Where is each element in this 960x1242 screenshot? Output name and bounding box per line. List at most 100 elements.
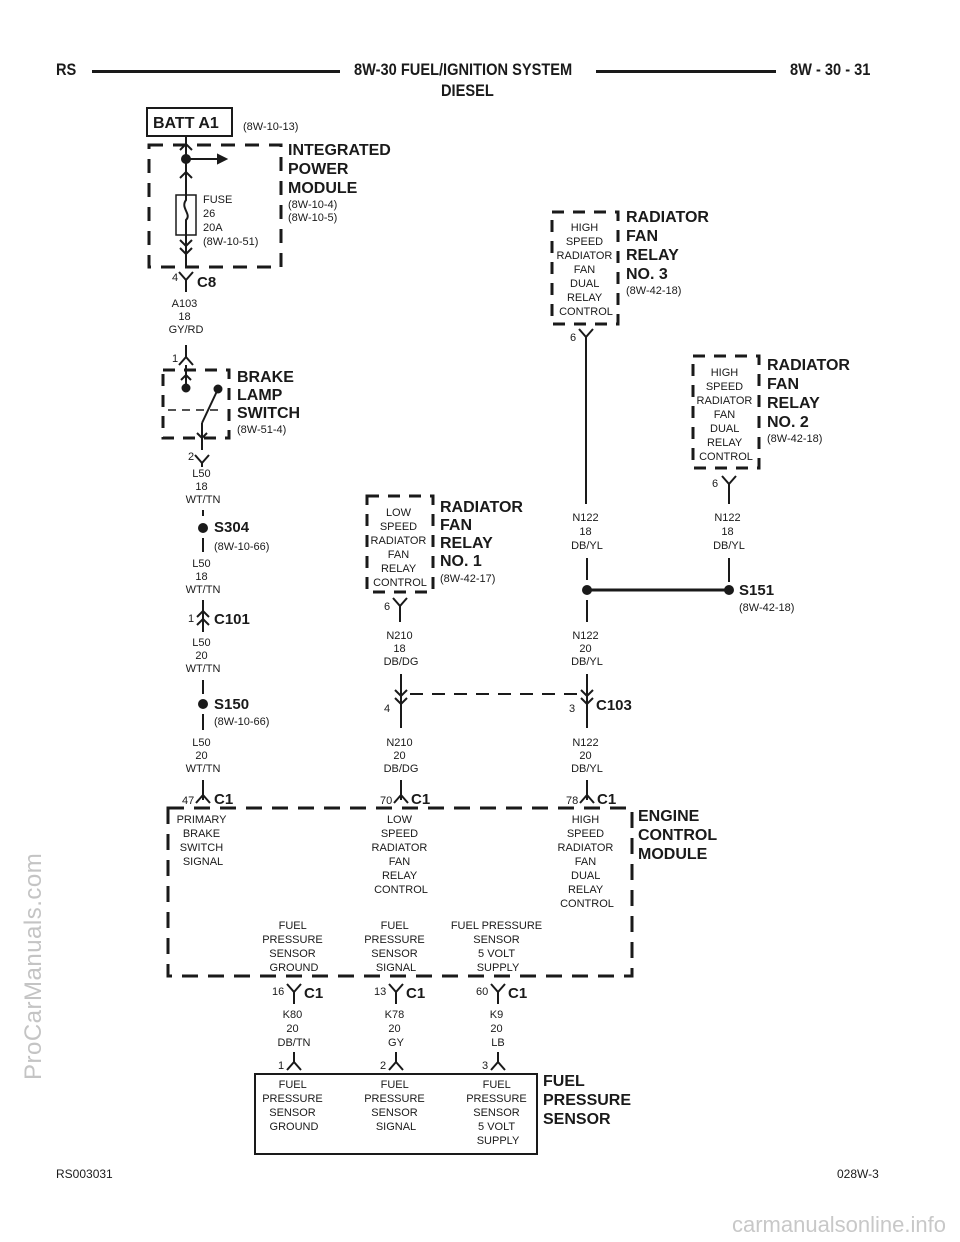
ecm-pin-47: 47 C1 PRIMARY BRAKE SWITCH SIGNAL xyxy=(177,780,233,868)
ecm-pin-13: 13 C1 xyxy=(374,983,425,1004)
engine-control-module: ENGINE CONTROL MODULE 47 C1 PRIMARY BRAK… xyxy=(166,780,721,978)
s150-ref: (8W-10-66) xyxy=(214,716,269,728)
svg-text:RADIATOR FAN RELAY: RADIATOR FAN RELAY NO. 1 xyxy=(440,499,527,570)
connector-c8: 4 C8 xyxy=(172,271,216,292)
svg-text:60: 60 xyxy=(476,986,488,998)
wire-n122-b: N122 18 DB/YL xyxy=(713,512,745,552)
fuel-pressure-sensor: 1 2 3 FUEL PRESSURE SENSOR GROUND FUEL P… xyxy=(254,1052,635,1155)
fps-pin-2: 2 xyxy=(380,1060,386,1072)
relay2-ref: (8W-42-18) xyxy=(767,433,822,445)
svg-text:70: 70 xyxy=(380,795,392,807)
relay1-title-4: NO. 1 xyxy=(440,553,482,570)
svg-text:78: 78 xyxy=(566,795,578,807)
page-subtitle: DIESEL xyxy=(441,81,494,100)
connector-c103: 4 3 C103 xyxy=(384,674,632,728)
batt-ref: (8W-10-13) xyxy=(243,121,298,133)
ipm-ref-1: (8W-10-4) xyxy=(288,199,337,211)
ecm-pin-60: 60 C1 xyxy=(476,983,527,1004)
c103-pin-right: 3 xyxy=(569,703,575,715)
relay3-ref: (8W-42-18) xyxy=(626,285,681,297)
ecm-title-2: CONTROL xyxy=(638,827,717,844)
s304-label: S304 xyxy=(214,519,250,536)
bls-title-1: BRAKE xyxy=(237,369,294,386)
relay1-title-1: RADIATOR xyxy=(440,499,523,516)
s304-ref: (8W-10-66) xyxy=(214,541,269,553)
batt-label: BATT A1 xyxy=(153,115,219,132)
svg-text:RADIATOR FAN RELAY: RADIATOR FAN RELAY NO. 3 xyxy=(626,209,713,283)
footer-code-right: 028W-3 xyxy=(837,1167,879,1181)
relay1-title-3: RELAY xyxy=(440,535,493,552)
relay3-title-1: RADIATOR xyxy=(626,209,709,226)
svg-text:FUEL PRESSURE SENS: FUEL PRESSURE SENSOR SIGNAL xyxy=(364,1079,428,1133)
header-rule-left xyxy=(92,70,340,73)
wire-n122-c: N122 20 DB/YL xyxy=(571,630,603,668)
wire-l50-d: L50 20 WT/TN xyxy=(186,737,221,775)
relay1-ref: (8W-42-17) xyxy=(440,573,495,585)
batt-a1: BATT A1 (8W-10-13) xyxy=(146,107,298,137)
ecm-label-60: FUEL PRESSURE SENSOR 5 VOLT SUPPLY xyxy=(451,920,545,974)
relay3-title-2: FAN xyxy=(626,228,658,245)
fps-title-3: SENSOR xyxy=(543,1111,611,1128)
ipm-ref-2: (8W-10-5) xyxy=(288,212,337,224)
fuse-rating: 20A xyxy=(203,222,223,234)
page-title: 8W-30 FUEL/IGNITION SYSTEM xyxy=(354,60,573,79)
ipm-title-1: INTEGRATED xyxy=(288,142,391,159)
svg-text:PRIMARY BRAKE: PRIMARY BRAKE SWITCH SIGNAL xyxy=(177,814,230,868)
fps-pin-1: 1 xyxy=(278,1060,284,1072)
svg-text:FUEL PRESSURE SENS: FUEL PRESSURE SENSOR xyxy=(543,1073,635,1128)
brake-lamp-switch: 1 2 BRAKE LAMP SWITCH (8W-51-4) xyxy=(161,353,300,467)
radiator-fan-relay-1: LOW SPEED RADIATOR FAN RELAY CONTROL RAD… xyxy=(365,494,527,622)
svg-text:47: 47 xyxy=(182,795,194,807)
wire-k80: K80 20 DB/TN xyxy=(278,1009,311,1049)
wire-n210-b: N210 20 DB/DG xyxy=(384,737,419,775)
ipm-title-2: POWER xyxy=(288,161,349,178)
ecm-label-13: FUEL PRESSURE SENSOR SIGNAL xyxy=(364,920,428,974)
wire-n210-a: N210 18 DB/DG xyxy=(384,630,419,668)
svg-text:16: 16 xyxy=(272,986,284,998)
wire-a103: A103 18 GY/RD xyxy=(169,298,204,336)
svg-text:C1: C1 xyxy=(508,985,527,1002)
relay3-title-4: NO. 3 xyxy=(626,266,668,283)
relay2-title-4: NO. 2 xyxy=(767,414,809,431)
s151-ref: (8W-42-18) xyxy=(739,602,794,614)
svg-text:LOW SPEED RADIATOR: LOW SPEED RADIATOR FAN RELAY CONTROL xyxy=(371,507,430,589)
ecm-label-16: FUEL PRESSURE SENSOR GROUND xyxy=(262,920,326,974)
header-rule-right xyxy=(596,70,776,73)
bls-title-2: LAMP xyxy=(237,387,283,404)
fuse-number: 26 xyxy=(203,208,215,220)
wire-n122-a: N122 18 DB/YL xyxy=(571,512,603,552)
relay3-pin: 6 xyxy=(570,332,576,344)
wire-l50-b: L50 18 WT/TN xyxy=(186,558,221,596)
svg-text:C1: C1 xyxy=(406,985,425,1002)
svg-text:C1: C1 xyxy=(411,791,430,808)
relay3-title-3: RELAY xyxy=(626,247,679,264)
svg-text:LOW SPEED RADI: LOW SPEED RADIATOR FAN RELAY CONTROL xyxy=(372,814,431,896)
integrated-power-module: INTEGRATED POWER MODULE (8W-10-4) (8W-10… xyxy=(147,136,391,269)
radiator-fan-relay-2: HIGH SPEED RADIATOR FAN DUAL RELAY CONTR… xyxy=(691,354,850,504)
s151-label: S151 xyxy=(739,582,774,599)
splice-s304: S304 (8W-10-66) xyxy=(198,519,269,553)
c103-label: C103 xyxy=(596,697,632,714)
svg-text:HIGH SPEED RADIATO: HIGH SPEED RADIATOR FAN DUAL RELAY CONTR… xyxy=(697,367,756,463)
wire-n122-d: N122 20 DB/YL xyxy=(571,737,603,775)
bls-title-3: SWITCH xyxy=(237,405,300,422)
svg-text:ENGINE CONTROL MOD: ENGINE CONTROL MODULE xyxy=(638,808,721,863)
relay2-title-3: RELAY xyxy=(767,395,820,412)
ecm-pin-70: 70 C1 LOW SPEED RADIATOR FAN RELAY CONTR… xyxy=(372,780,431,896)
wire-k9: K9 20 LB xyxy=(490,1009,507,1049)
bottom-watermark: carmanualsonline.info xyxy=(731,1212,946,1237)
ecm-pin-78: 78 C1 HIGH SPEED RADIATOR FAN DUAL RELAY… xyxy=(558,780,617,910)
fps-title-2: PRESSURE xyxy=(543,1092,631,1109)
relay1-pin: 6 xyxy=(384,601,390,613)
relay2-title-1: RADIATOR xyxy=(767,357,850,374)
fps-title-1: FUEL xyxy=(543,1073,585,1090)
bls-ref: (8W-51-4) xyxy=(237,424,286,436)
svg-text:HIGH SPEED RADIATO: HIGH SPEED RADIATOR FAN DUAL RELAY CONTR… xyxy=(557,222,616,318)
svg-text:HIGH SPEED RAD: HIGH SPEED RADIATOR FAN DUAL RELAY CONTR… xyxy=(558,814,617,910)
relay2-title-2: FAN xyxy=(767,376,799,393)
splice-s151: S151 (8W-42-18) xyxy=(582,558,794,622)
page-number: 8W - 30 - 31 xyxy=(790,60,871,79)
connector-c101: 1 C101 xyxy=(188,600,250,632)
header-left: RS xyxy=(56,60,77,79)
